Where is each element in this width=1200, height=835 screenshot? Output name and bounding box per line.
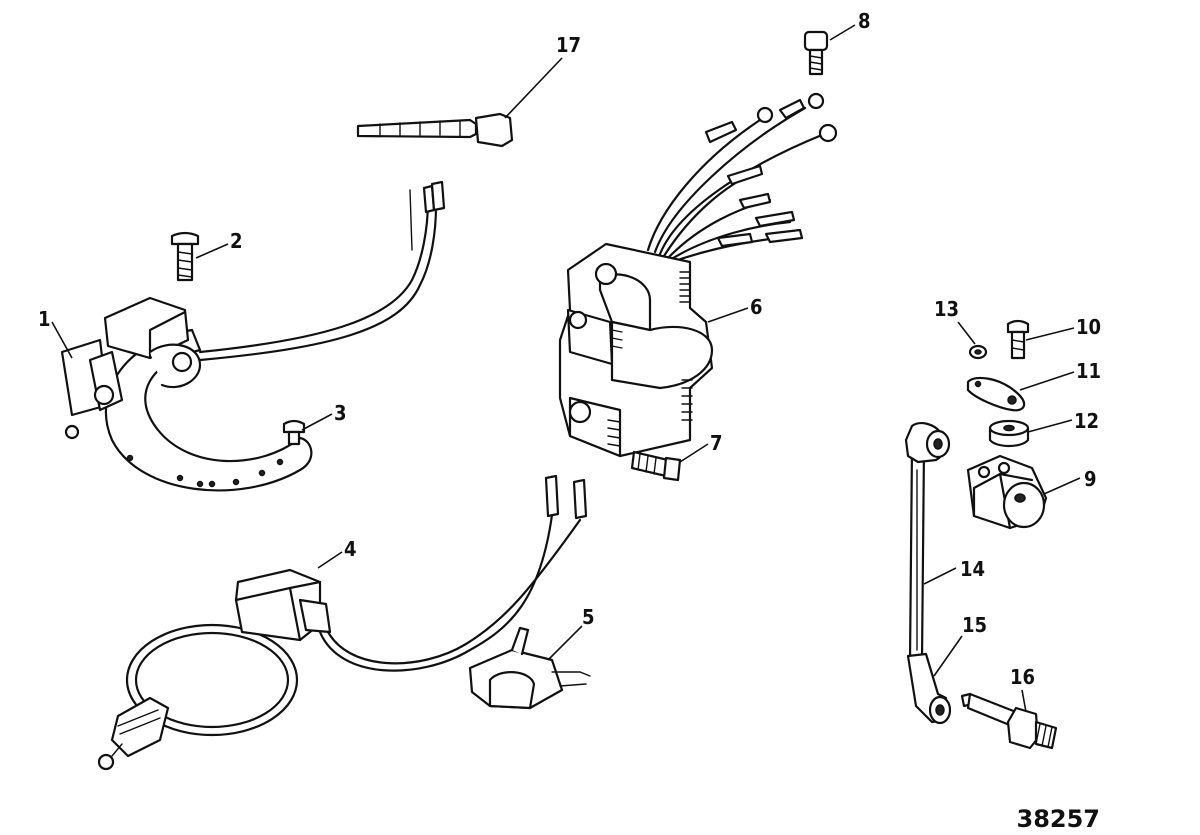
part-10-screw (1006, 319, 1030, 360)
callout-13: 13 (934, 297, 959, 321)
leader-16 (1021, 689, 1027, 713)
part-6-switch-box (558, 92, 838, 458)
part-5-clamp (468, 626, 591, 710)
leader-6 (707, 307, 749, 323)
leader-1 (51, 321, 73, 359)
part-13-nut (968, 344, 988, 360)
callout-1: 1 (38, 307, 51, 331)
part-1-trigger-plate (60, 180, 446, 492)
part-4-trigger-ring (97, 474, 588, 771)
callout-15: 15 (962, 613, 987, 637)
callout-8: 8 (858, 9, 871, 33)
callout-6: 6 (750, 295, 763, 319)
part-17-cable-tie (356, 112, 514, 148)
leader-7 (679, 443, 709, 463)
leader-14 (923, 567, 957, 585)
part-16-spark-plug (960, 692, 1058, 750)
leader-10 (1025, 327, 1075, 341)
leader-5 (547, 625, 583, 661)
callout-11: 11 (1076, 359, 1101, 383)
leader-3 (301, 413, 333, 431)
figure-number: 38257 (1016, 805, 1101, 833)
part-2-screw (170, 231, 200, 282)
leader-8 (829, 24, 856, 41)
leader-13 (957, 321, 976, 345)
callout-12: 12 (1074, 409, 1099, 433)
callout-9: 9 (1084, 467, 1097, 491)
part-14-high-tension-lead (908, 446, 926, 662)
part-9-ignition-coil (966, 454, 1048, 530)
leader-11 (1019, 371, 1075, 391)
callout-16: 16 (1010, 665, 1035, 689)
leader-15 (933, 635, 963, 677)
callout-3: 3 (334, 401, 347, 425)
part-7-screw (630, 450, 682, 482)
callout-4: 4 (344, 537, 357, 561)
part-11-terminal-plate (966, 376, 1026, 412)
part-3-screw (282, 419, 306, 446)
callout-7: 7 (710, 431, 723, 455)
callout-2: 2 (230, 229, 243, 253)
callout-5: 5 (582, 605, 595, 629)
leader-17 (504, 57, 563, 119)
part-12-bushing (988, 419, 1030, 448)
part-8-screw (803, 30, 829, 76)
callout-14: 14 (960, 557, 985, 581)
leader-9 (1043, 477, 1081, 495)
callout-17: 17 (556, 33, 581, 57)
callout-10: 10 (1076, 315, 1101, 339)
part-15-spark-plug-boot (904, 422, 952, 725)
leader-12 (1027, 419, 1073, 433)
leader-4 (317, 551, 343, 569)
leader-2 (195, 243, 229, 259)
